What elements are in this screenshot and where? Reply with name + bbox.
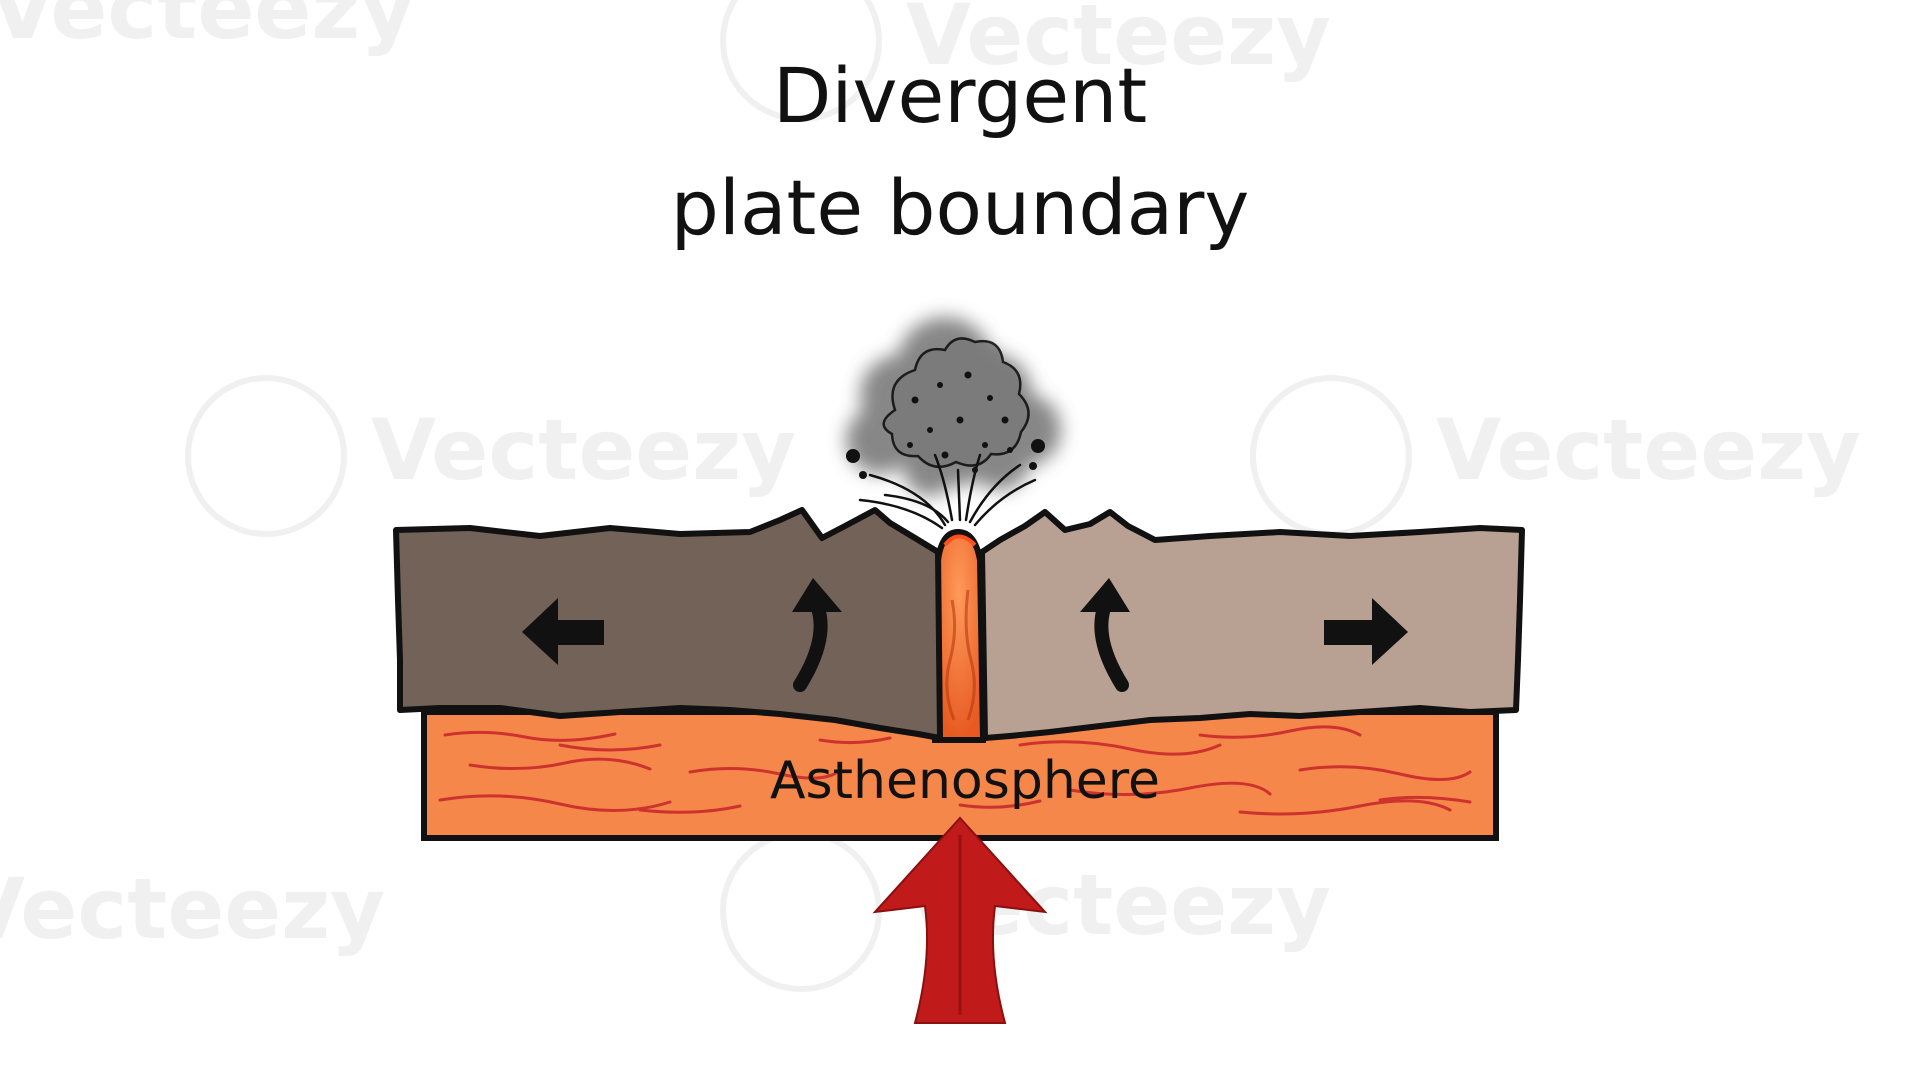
diagram-title: Divergent plate boundary	[0, 40, 1920, 264]
ejected-particles	[846, 439, 1045, 479]
arrow-up-icon	[872, 816, 1048, 1024]
right-lithospheric-plate	[979, 509, 1525, 741]
curved-arrow-up-icon	[792, 578, 842, 692]
title-line-1: Divergent	[772, 51, 1148, 140]
ash-cloud-icon	[846, 317, 1061, 496]
eruption-ejecta	[858, 453, 1037, 530]
asthenosphere-label: Asthenosphere	[770, 751, 1160, 811]
left-lithospheric-plate	[393, 507, 943, 741]
magma-conduit	[931, 528, 987, 743]
curved-arrow-up-icon	[1080, 578, 1130, 692]
arrow-left-icon	[522, 598, 604, 665]
title-line-2: plate boundary	[670, 163, 1250, 252]
arrow-right-icon	[1324, 598, 1408, 665]
